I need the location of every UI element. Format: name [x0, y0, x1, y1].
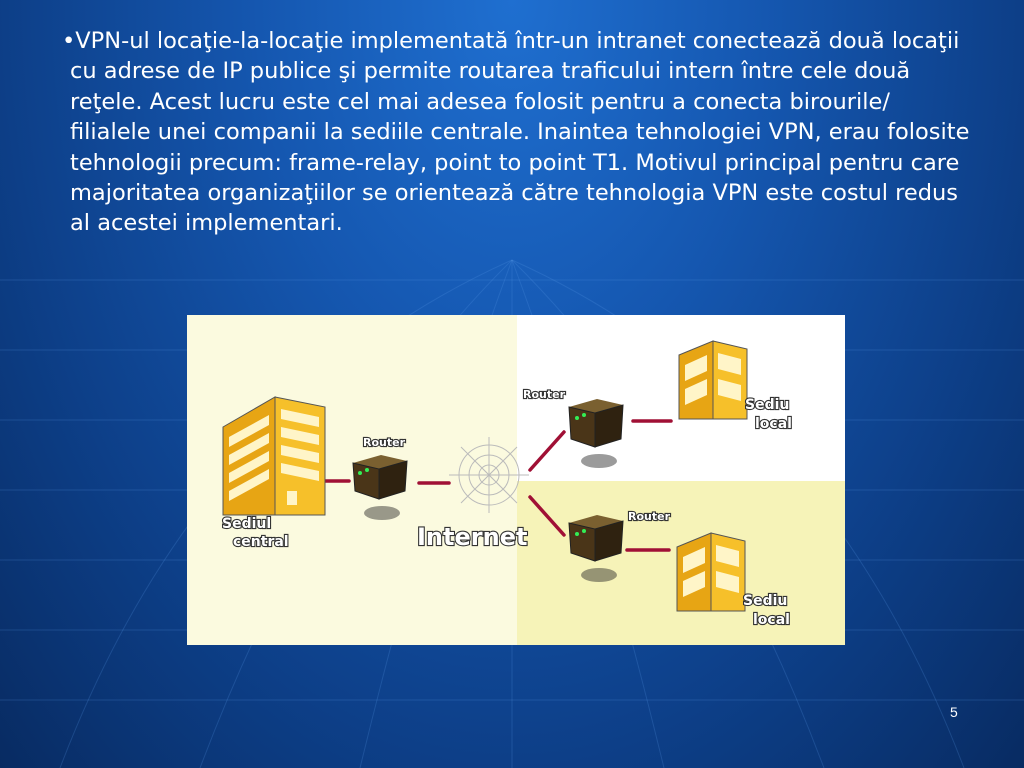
- local-bottom-label-line1: Sediu: [743, 593, 787, 609]
- local-top-label-line2: local: [755, 416, 792, 432]
- router-top-label: Router: [523, 388, 566, 401]
- local-building-top-icon: [678, 340, 748, 420]
- router-top-icon: [568, 399, 624, 468]
- central-label-line1: Sediul: [222, 516, 271, 532]
- internet-label: Internet: [417, 523, 527, 551]
- router-bottom-icon: [568, 515, 624, 582]
- router-central-label: Router: [363, 436, 406, 449]
- router-bottom-label: Router: [628, 510, 671, 523]
- local-top-label-line1: Sediu: [745, 397, 789, 413]
- vpn-diagram-svg: Sediul central Router Internet: [187, 315, 845, 645]
- link-internet-router-top: [528, 430, 566, 472]
- central-building-icon: [222, 396, 326, 516]
- page-number: 5: [950, 704, 958, 720]
- link-internet-router-bottom: [528, 495, 566, 537]
- internet-web-icon: [449, 437, 529, 513]
- router-central-icon: [352, 455, 408, 520]
- local-bottom-label-line2: local: [753, 612, 790, 628]
- vpn-diagram: Sediul central Router Internet: [187, 315, 845, 645]
- slide-paragraph: •VPN-ul locaţie-la-locaţie implementată …: [62, 26, 970, 239]
- local-building-bottom-icon: [676, 532, 746, 612]
- bullet: •: [62, 28, 76, 54]
- central-label-line2: central: [233, 534, 289, 550]
- paragraph-text: VPN-ul locaţie-la-locaţie implementată î…: [70, 28, 970, 237]
